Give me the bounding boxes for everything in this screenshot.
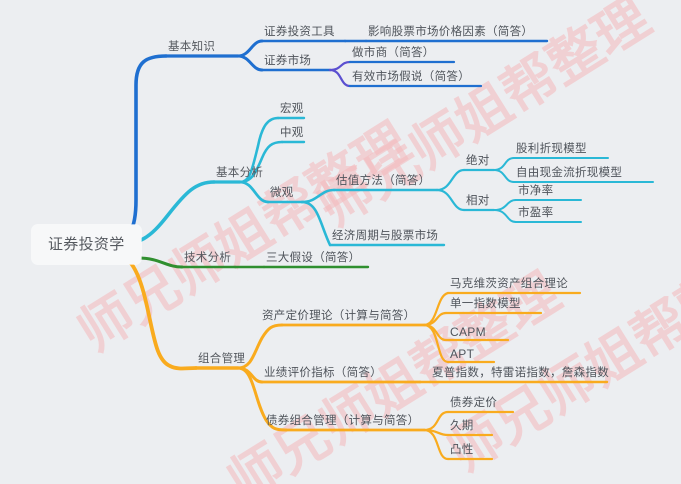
node-economic-cycle-stock-market[interactable]: 经济周期与股票市场 [332,230,439,242]
edge-bond-to-pricing [422,410,450,432]
edge-ba-to-macro [238,116,280,184]
node-efficient-market-hypothesis[interactable]: 有效市场假说（简答） [352,71,470,83]
node-technical-analysis[interactable]: 技术分析 [184,252,232,264]
node-convexity[interactable]: 凸性 [450,444,474,456]
edge-pm-to-capm-theory [236,323,284,370]
node-micro[interactable]: 微观 [270,187,294,199]
edge-micro-to-valuation [300,188,336,204]
node-three-assumptions[interactable]: 三大假设（简答） [266,252,361,264]
edge-market-to-emh [328,68,352,88]
node-markowitz-portfolio-theory[interactable]: 马克维茨资产组合理论 [450,278,568,290]
node-bond-portfolio-management[interactable]: 债券组合管理（计算与简答） [266,415,420,427]
node-dividend-discount-model[interactable]: 股利折现模型 [516,143,587,155]
edge-root-basic-knowledge [110,54,168,245]
edge-valuation-to-absolute [435,168,466,192]
edge-micro-to-cycle [300,200,332,247]
node-portfolio-management[interactable]: 组合管理 [198,353,246,365]
edge-ba-to-micro [238,180,270,204]
edge-pm-to-bond [236,366,288,432]
edge-root-portfolio [116,251,198,371]
edge-bk-to-tools [236,39,264,58]
node-free-cash-flow-model[interactable]: 自由现金流折现模型 [516,167,623,179]
edge-market-to-dealer [328,60,352,72]
edge-absolute-to-ddm [493,157,515,171]
node-meso[interactable]: 中观 [280,127,304,139]
node-market-maker[interactable]: 做市商（简答） [352,47,435,59]
node-absolute[interactable]: 绝对 [466,155,490,167]
edge-absolute-to-fcf [493,169,515,183]
node-capm[interactable]: CAPM [450,325,486,339]
node-performance-indices[interactable]: 夏普指数，特雷诺指数，詹森指数 [432,367,609,379]
node-basic-knowledge[interactable]: 基本知识 [168,41,216,53]
node-basic-analysis[interactable]: 基本分析 [216,167,264,179]
edge-valuation-to-relative [435,188,466,212]
edge-ba-to-meso [238,140,284,184]
node-price-to-book[interactable]: 市净率 [518,185,554,197]
edge-bk-to-market [236,54,264,72]
node-bond-pricing[interactable]: 债券定价 [450,397,498,409]
node-single-index-model[interactable]: 单一指数模型 [450,298,521,310]
node-relative[interactable]: 相对 [466,195,490,207]
node-asset-pricing-theory[interactable]: 资产定价理论（计算与简答） [262,310,416,322]
node-apt[interactable]: APT [450,347,475,361]
edge-theory-to-apt [422,323,450,364]
root-node[interactable]: 证券投资学 [32,225,141,264]
node-securities-market[interactable]: 证券市场 [264,55,312,67]
edge-relative-to-pe [493,209,517,223]
node-stock-price-factors[interactable]: 影响股票市场价格因素（简答） [368,26,534,38]
node-duration[interactable]: 久期 [450,420,474,432]
node-macro[interactable]: 宏观 [280,103,304,115]
edge-relative-to-pb [493,199,517,211]
node-performance-evaluation[interactable]: 业绩评价指标（简答） [264,367,382,379]
node-valuation-methods[interactable]: 估值方法（简答） [336,175,431,187]
edge-root-technical-analysis [136,256,184,269]
edge-bond-to-convexity [422,428,450,461]
node-securities-investment-tools[interactable]: 证券投资工具 [264,26,335,38]
node-price-to-earnings[interactable]: 市盈率 [518,207,554,219]
